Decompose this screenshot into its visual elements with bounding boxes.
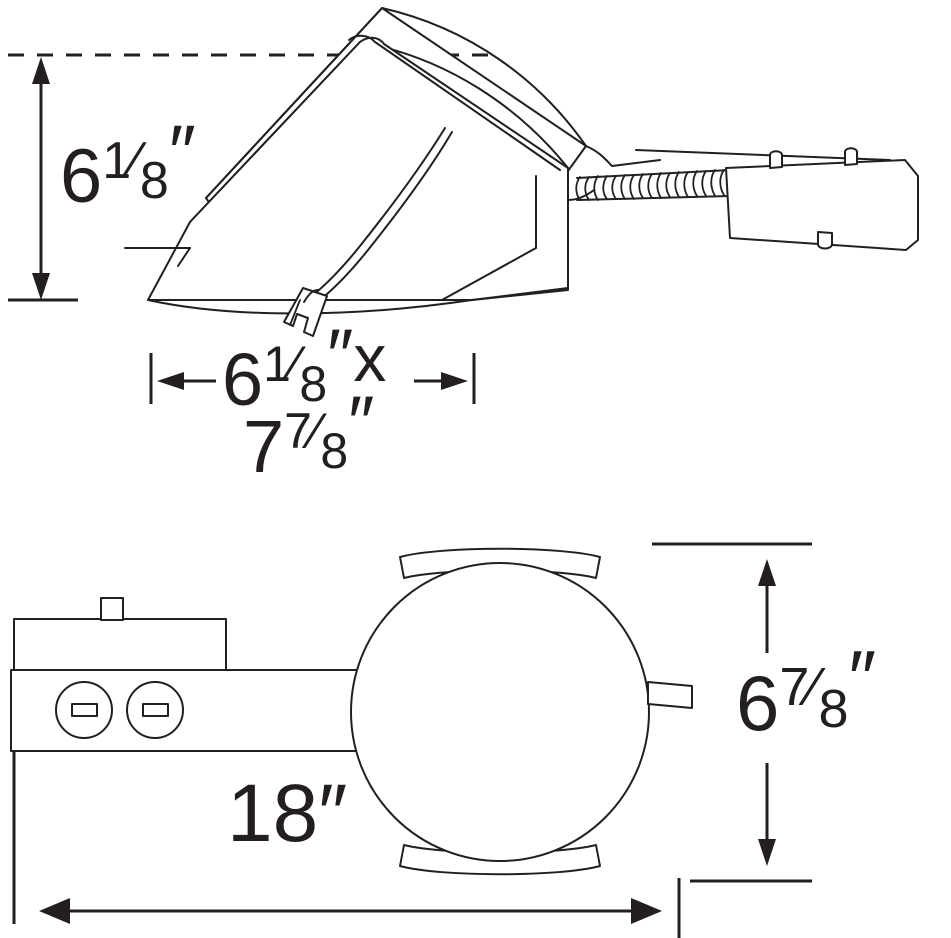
fixture-hood-outer-curve xyxy=(381,7,587,147)
length-dimension-group: 18″ xyxy=(12,752,681,938)
face-width-value-line-1: 61⁄8″x xyxy=(222,314,386,421)
height-arrowhead-up xyxy=(32,57,50,84)
face-width-dimension-group: 61⁄8″x 77⁄8″ xyxy=(149,314,476,488)
fixture-neck-bottom xyxy=(567,189,595,201)
reflector-inner-curve-b xyxy=(311,131,453,307)
side-elevation-view xyxy=(8,7,919,337)
junction-box-knockout-bottom xyxy=(817,231,833,250)
length-dimension-value: 18″ xyxy=(227,768,347,859)
head-diameter-value: 67⁄8″ xyxy=(736,634,876,747)
head-arrowhead-up xyxy=(758,559,776,586)
junction-box-knockout-top-right xyxy=(844,147,858,166)
head-arrowhead-down xyxy=(758,839,776,866)
cable-plug-connector xyxy=(283,287,328,337)
height-dimension-group: 61⁄8″ xyxy=(8,57,196,302)
plan-head-side-nub xyxy=(647,681,693,709)
fixture-neck-top xyxy=(585,145,661,167)
fixture-hood-left-edge xyxy=(205,7,383,199)
face-width-arrowhead-left xyxy=(157,372,184,390)
plan-fixture-head xyxy=(350,562,650,862)
height-arrowhead-down xyxy=(32,273,50,300)
fixture-side-tick-leg xyxy=(177,247,191,267)
plan-junction-box-nub xyxy=(100,597,124,621)
flexible-conduit xyxy=(575,169,731,201)
plan-adjustment-slot-left xyxy=(71,703,98,717)
fixture-lens-top-edge xyxy=(348,34,561,171)
lens-frame-inner-edge xyxy=(441,175,537,301)
head-diameter-dimension-group: 67⁄8″ xyxy=(652,542,876,883)
internal-wire xyxy=(303,289,319,303)
junction-box-knockout-top-left xyxy=(769,150,783,169)
reflector-inner-curve-a xyxy=(303,127,446,303)
plan-adjustment-slot-right xyxy=(142,703,169,717)
face-width-value-line-2: 77⁄8″ xyxy=(243,381,374,488)
length-arrowhead-right xyxy=(631,898,662,924)
cable-plug-detail-line xyxy=(289,299,301,326)
plan-view xyxy=(10,547,693,876)
junction-box-body xyxy=(725,159,919,251)
length-arrowhead-left xyxy=(39,898,70,924)
plan-junction-box xyxy=(13,618,227,672)
height-dimension-value: 61⁄8″ xyxy=(60,110,196,219)
fixture-body-bottom-right-edge xyxy=(471,287,569,301)
face-width-arrowhead-right xyxy=(441,372,468,390)
